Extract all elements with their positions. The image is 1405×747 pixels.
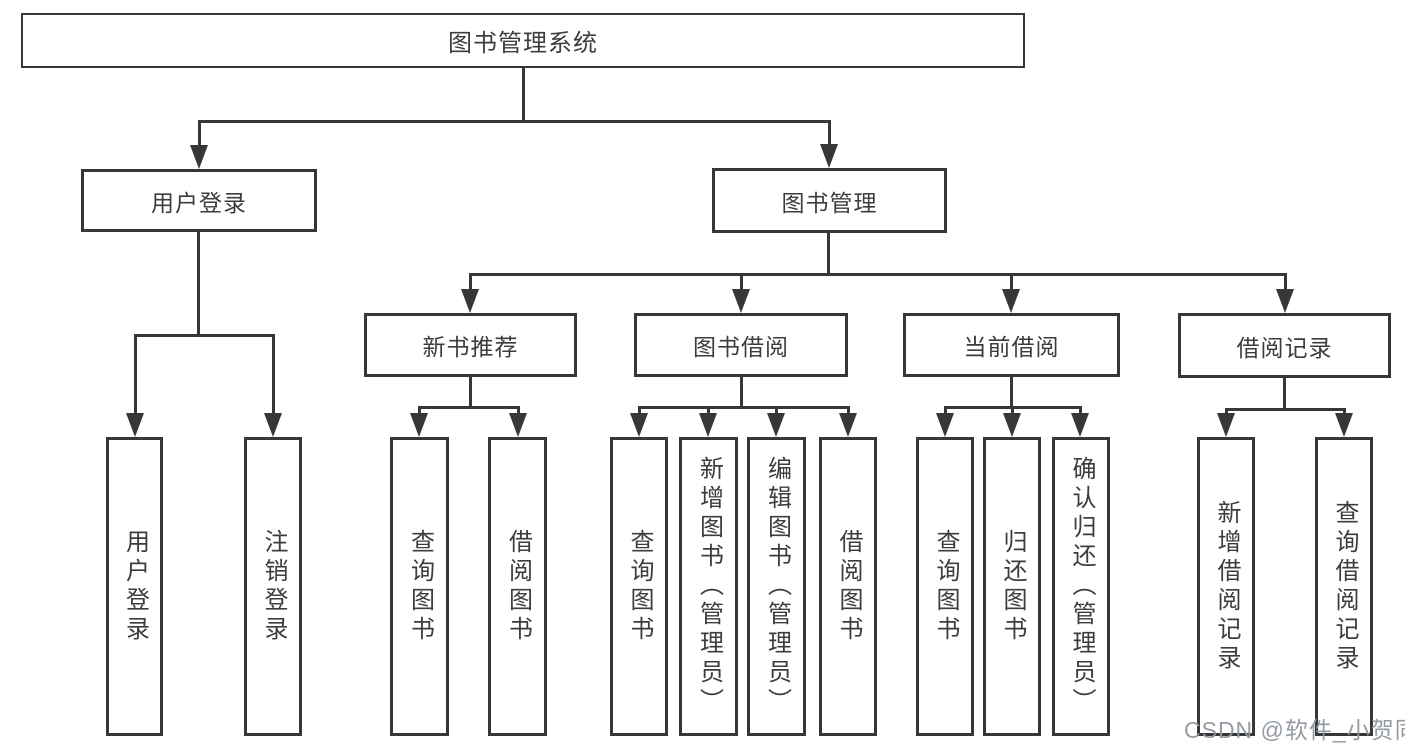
node-label: 新书推荐 (422, 334, 519, 360)
leaf-logout: 注销登录 (244, 437, 302, 736)
node-user-login: 用户登录 (81, 169, 317, 232)
arrow-down-icon (936, 413, 954, 437)
connector-line (469, 273, 472, 291)
arrow-down-icon (732, 289, 750, 313)
connector-line (1079, 406, 1082, 418)
arrow-down-icon (1335, 413, 1353, 437)
connector-line (198, 120, 201, 148)
csdn-watermark: CSDN @软件_小贺同学 (1184, 717, 1405, 743)
leaf-label: 归还图书 (999, 528, 1026, 645)
node-label: 图书借阅 (693, 334, 789, 360)
leaf-user-login: 用户登录 (106, 437, 163, 736)
leaf-label: 注销登录 (260, 528, 287, 645)
connector-line (1225, 408, 1346, 411)
arrow-down-icon (509, 413, 527, 437)
leaf-current-return-books: 归还图书 (983, 437, 1041, 736)
node-root-library-management-system: 图书管理系统 (21, 13, 1025, 68)
connector-line (469, 377, 472, 406)
connector-line (707, 406, 710, 418)
node-borrowing-records: 借阅记录 (1178, 313, 1391, 378)
leaf-current-query-books: 查询图书 (916, 437, 974, 736)
connector-line (847, 406, 850, 418)
leaf-borrowing-query-books: 查询图书 (610, 437, 668, 736)
leaf-label: 借阅图书 (835, 528, 862, 645)
connector-line (198, 120, 831, 123)
node-label: 当前借阅 (963, 334, 1060, 360)
node-book-management: 图书管理 (712, 168, 947, 233)
arrow-down-icon (410, 413, 428, 437)
leaf-records-query-borrow-record: 查询借阅记录 (1315, 437, 1373, 736)
arrow-down-icon (461, 289, 479, 313)
node-new-book-recommend: 新书推荐 (364, 313, 577, 377)
arrow-down-icon (699, 413, 717, 437)
connector-line (944, 406, 947, 418)
connector-line (775, 406, 778, 418)
arrow-down-icon (1071, 413, 1089, 437)
leaf-label: 借阅图书 (504, 528, 532, 645)
connector-line (272, 334, 275, 418)
leaf-recommend-borrow-books: 借阅图书 (488, 437, 547, 736)
leaf-label: 查询图书 (626, 528, 653, 645)
leaf-label: 编辑图书（管理员） (763, 456, 791, 717)
leaf-label: 新增借阅记录 (1213, 499, 1240, 674)
arrow-down-icon (1003, 413, 1021, 437)
arrow-down-icon (1276, 289, 1294, 313)
leaf-records-add-borrow-record: 新增借阅记录 (1197, 437, 1255, 736)
leaf-label: 用户登录 (121, 528, 149, 645)
arrow-down-icon (630, 413, 648, 437)
arrow-down-icon (1002, 289, 1020, 313)
connector-line (522, 68, 525, 120)
arrow-down-icon (264, 413, 282, 437)
connector-line (1283, 377, 1286, 408)
connector-line (638, 406, 641, 418)
leaf-borrowing-edit-books-admin: 编辑图书（管理员） (747, 437, 806, 736)
arrow-down-icon (190, 145, 208, 169)
connector-line (740, 377, 743, 406)
arrow-down-icon (839, 413, 857, 437)
connector-line (1011, 406, 1014, 418)
leaf-recommend-query-books: 查询图书 (390, 437, 449, 736)
connector-line (517, 406, 520, 418)
leaf-label: 新增图书（管理员） (695, 456, 723, 717)
leaf-label: 确认归还（管理员） (1068, 456, 1095, 717)
connector-line (638, 406, 850, 409)
arrow-down-icon (1217, 413, 1235, 437)
node-label: 借阅记录 (1236, 334, 1333, 361)
leaf-label: 查询借阅记录 (1331, 499, 1358, 674)
connector-line (197, 232, 200, 334)
node-label: 图书管理 (781, 189, 878, 216)
connector-line (1010, 273, 1013, 291)
connector-line (134, 334, 275, 337)
leaf-borrowing-borrow-books: 借阅图书 (819, 437, 877, 736)
connector-line (740, 273, 743, 291)
leaf-label: 查询图书 (932, 528, 959, 645)
node-label: 用户登录 (151, 189, 247, 216)
leaf-borrowing-add-books-admin: 新增图书（管理员） (679, 437, 738, 736)
connector-line (1284, 273, 1287, 291)
connector-line (418, 406, 421, 418)
arrow-down-icon (126, 413, 144, 437)
leaf-current-confirm-return-admin: 确认归还（管理员） (1052, 437, 1110, 736)
connector-line (827, 233, 830, 273)
connector-line (418, 406, 520, 409)
connector-line (469, 273, 1287, 276)
arrow-down-icon (767, 413, 785, 437)
arrow-down-icon (820, 144, 838, 168)
node-current-borrowing: 当前借阅 (903, 313, 1120, 377)
node-label: 图书管理系统 (448, 30, 598, 57)
connector-line (1010, 377, 1013, 406)
node-book-borrowing: 图书借阅 (634, 313, 848, 377)
leaf-label: 查询图书 (406, 528, 434, 645)
connector-line (134, 334, 137, 418)
connector-line (828, 120, 831, 146)
